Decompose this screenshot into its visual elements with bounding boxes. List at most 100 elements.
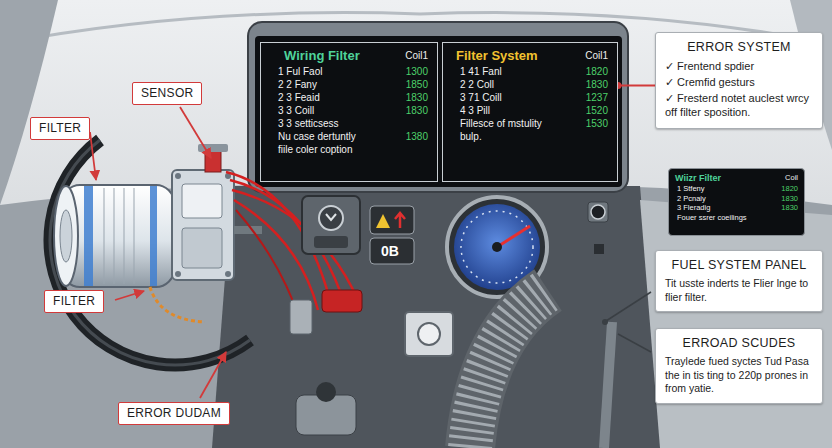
screen-bezel xyxy=(248,22,628,192)
callout-box: ERROAD SCUDES Traylede fued syctes Tud Pa… xyxy=(655,328,823,404)
control-buttons xyxy=(314,236,348,248)
dashboard xyxy=(640,200,832,448)
node-text: 1820 xyxy=(585,65,608,78)
dash-knob xyxy=(594,244,604,254)
leader-line xyxy=(115,291,144,300)
node-text: 2 2 Fany xyxy=(270,78,399,91)
node-text: Coil1 xyxy=(405,47,428,65)
display-panel: Filter SystemCoil11 41 Fanl18202 2 Coll1… xyxy=(442,42,618,182)
node-text: Traylede fued syctes Tud Pasa the in tis… xyxy=(665,355,813,396)
node-text: bulp. xyxy=(452,130,608,143)
wire-harness xyxy=(322,290,362,312)
node-title: Wiizr Filter xyxy=(675,172,775,184)
node-title: SENSOR xyxy=(141,86,193,101)
control-buttons xyxy=(326,214,336,220)
node-text: 1237 xyxy=(585,91,608,104)
callout-label: FILTER xyxy=(44,290,104,313)
node-text: 1300 xyxy=(405,65,428,78)
node-text: ✓ Fresterd notet auclest wrcy off filter… xyxy=(665,91,813,119)
node-title: Wiring Filter xyxy=(270,47,399,65)
fuel-filter-pump xyxy=(182,184,222,218)
control-buttons xyxy=(370,206,414,234)
dash-knob xyxy=(588,202,612,448)
fuel-filter-pump xyxy=(225,271,231,277)
fuel-filter-pump xyxy=(182,228,222,268)
node-title: FUEL SYSTEM PANEL xyxy=(665,257,813,273)
leader-line xyxy=(180,107,211,158)
node-text: 3 3 setticsess xyxy=(270,117,428,130)
display-panel: Wiizr Filter Coil 1 Stfeny 1820 2 Pcnaiy 1830… xyxy=(668,168,805,236)
screen-bezel xyxy=(248,22,628,192)
node-text: 2 3 Feaid xyxy=(270,91,399,104)
node-text: 1820 xyxy=(781,184,798,194)
fuel-filter-pump xyxy=(124,188,125,284)
fuel-filter-pump xyxy=(172,170,234,280)
fuel-filter-pump xyxy=(150,287,205,322)
fuel-filter-pump xyxy=(84,186,93,286)
node-text: 1850 xyxy=(405,78,428,91)
node-text: Nu case dertuntly xyxy=(270,130,399,143)
node-text: Coil1 xyxy=(585,47,608,65)
square-button xyxy=(405,312,453,356)
node-title: Filter System xyxy=(452,47,579,65)
hose xyxy=(470,290,548,448)
screen-bezel xyxy=(255,36,622,187)
background xyxy=(0,0,58,205)
node-text: Coil xyxy=(781,172,798,184)
speed-gauge xyxy=(461,211,533,283)
leader-line xyxy=(200,352,226,398)
control-buttons xyxy=(302,196,414,264)
node-text: ✓ Cremfid gesturs xyxy=(665,75,813,89)
leader-line xyxy=(602,319,608,325)
control-buttons xyxy=(319,206,343,230)
node-text: 1 41 Fanl xyxy=(452,65,579,78)
node-text: 2 Pcnaiy xyxy=(675,194,775,204)
node-text: 1830 xyxy=(405,104,428,117)
gear-lever xyxy=(296,382,356,435)
dash-knob xyxy=(591,205,605,219)
node-text: 3 71 Coill xyxy=(452,91,579,104)
fuel-filter-pump xyxy=(54,144,262,322)
leader-line xyxy=(618,334,651,352)
node-title: ERROAD SCUDES xyxy=(665,335,813,351)
steering-wheel xyxy=(50,140,250,365)
fuel-filter-pump xyxy=(150,186,157,286)
control-buttons xyxy=(370,238,414,264)
hose xyxy=(470,290,548,448)
node-text: 1520 xyxy=(585,104,608,117)
fuel-filter-pump xyxy=(234,226,262,234)
dash-knob xyxy=(604,322,612,448)
steering-wheel xyxy=(50,140,250,365)
button-label: 0B xyxy=(381,243,399,259)
node-text: 4 3 Pill xyxy=(452,104,579,117)
hose xyxy=(470,290,548,448)
fuel-filter-pump xyxy=(175,271,181,277)
display-panel: Wiring FilterCoil11 Ful Faol13002 2 Fany… xyxy=(260,42,438,182)
node-text: 3 Fleradig xyxy=(675,203,775,213)
callout-label: SENSOR xyxy=(132,82,202,105)
speed-gauge xyxy=(492,242,502,252)
node-title: ERROR SYSTEM xyxy=(665,39,813,55)
node-text: Fillesce of mstulity xyxy=(452,117,579,130)
square-button xyxy=(405,312,453,356)
connector-line xyxy=(618,85,655,87)
node-text: Tit usste inderts te Flier lnge to flier… xyxy=(665,277,813,304)
fuel-filter-pump xyxy=(134,188,135,284)
fuel-filter-pump xyxy=(175,173,181,179)
fuel-filter-pump xyxy=(60,210,72,262)
callout-box: FUEL SYSTEM PANEL Tit usste inderts te Fl… xyxy=(655,250,823,312)
node-text: 1830 xyxy=(405,91,428,104)
control-buttons xyxy=(302,196,360,254)
control-buttons xyxy=(376,214,390,228)
node-text: 1830 xyxy=(585,78,608,91)
node-text: 3 3 Coill xyxy=(270,104,399,117)
fuel-filter-pump xyxy=(104,188,105,284)
node-text: 1830 xyxy=(781,203,798,213)
node-text: fiile coler coption xyxy=(270,143,428,156)
wire-harness xyxy=(226,172,362,334)
node-text: 1 Stfeny xyxy=(675,184,775,194)
node-title: FILTER xyxy=(39,121,81,136)
